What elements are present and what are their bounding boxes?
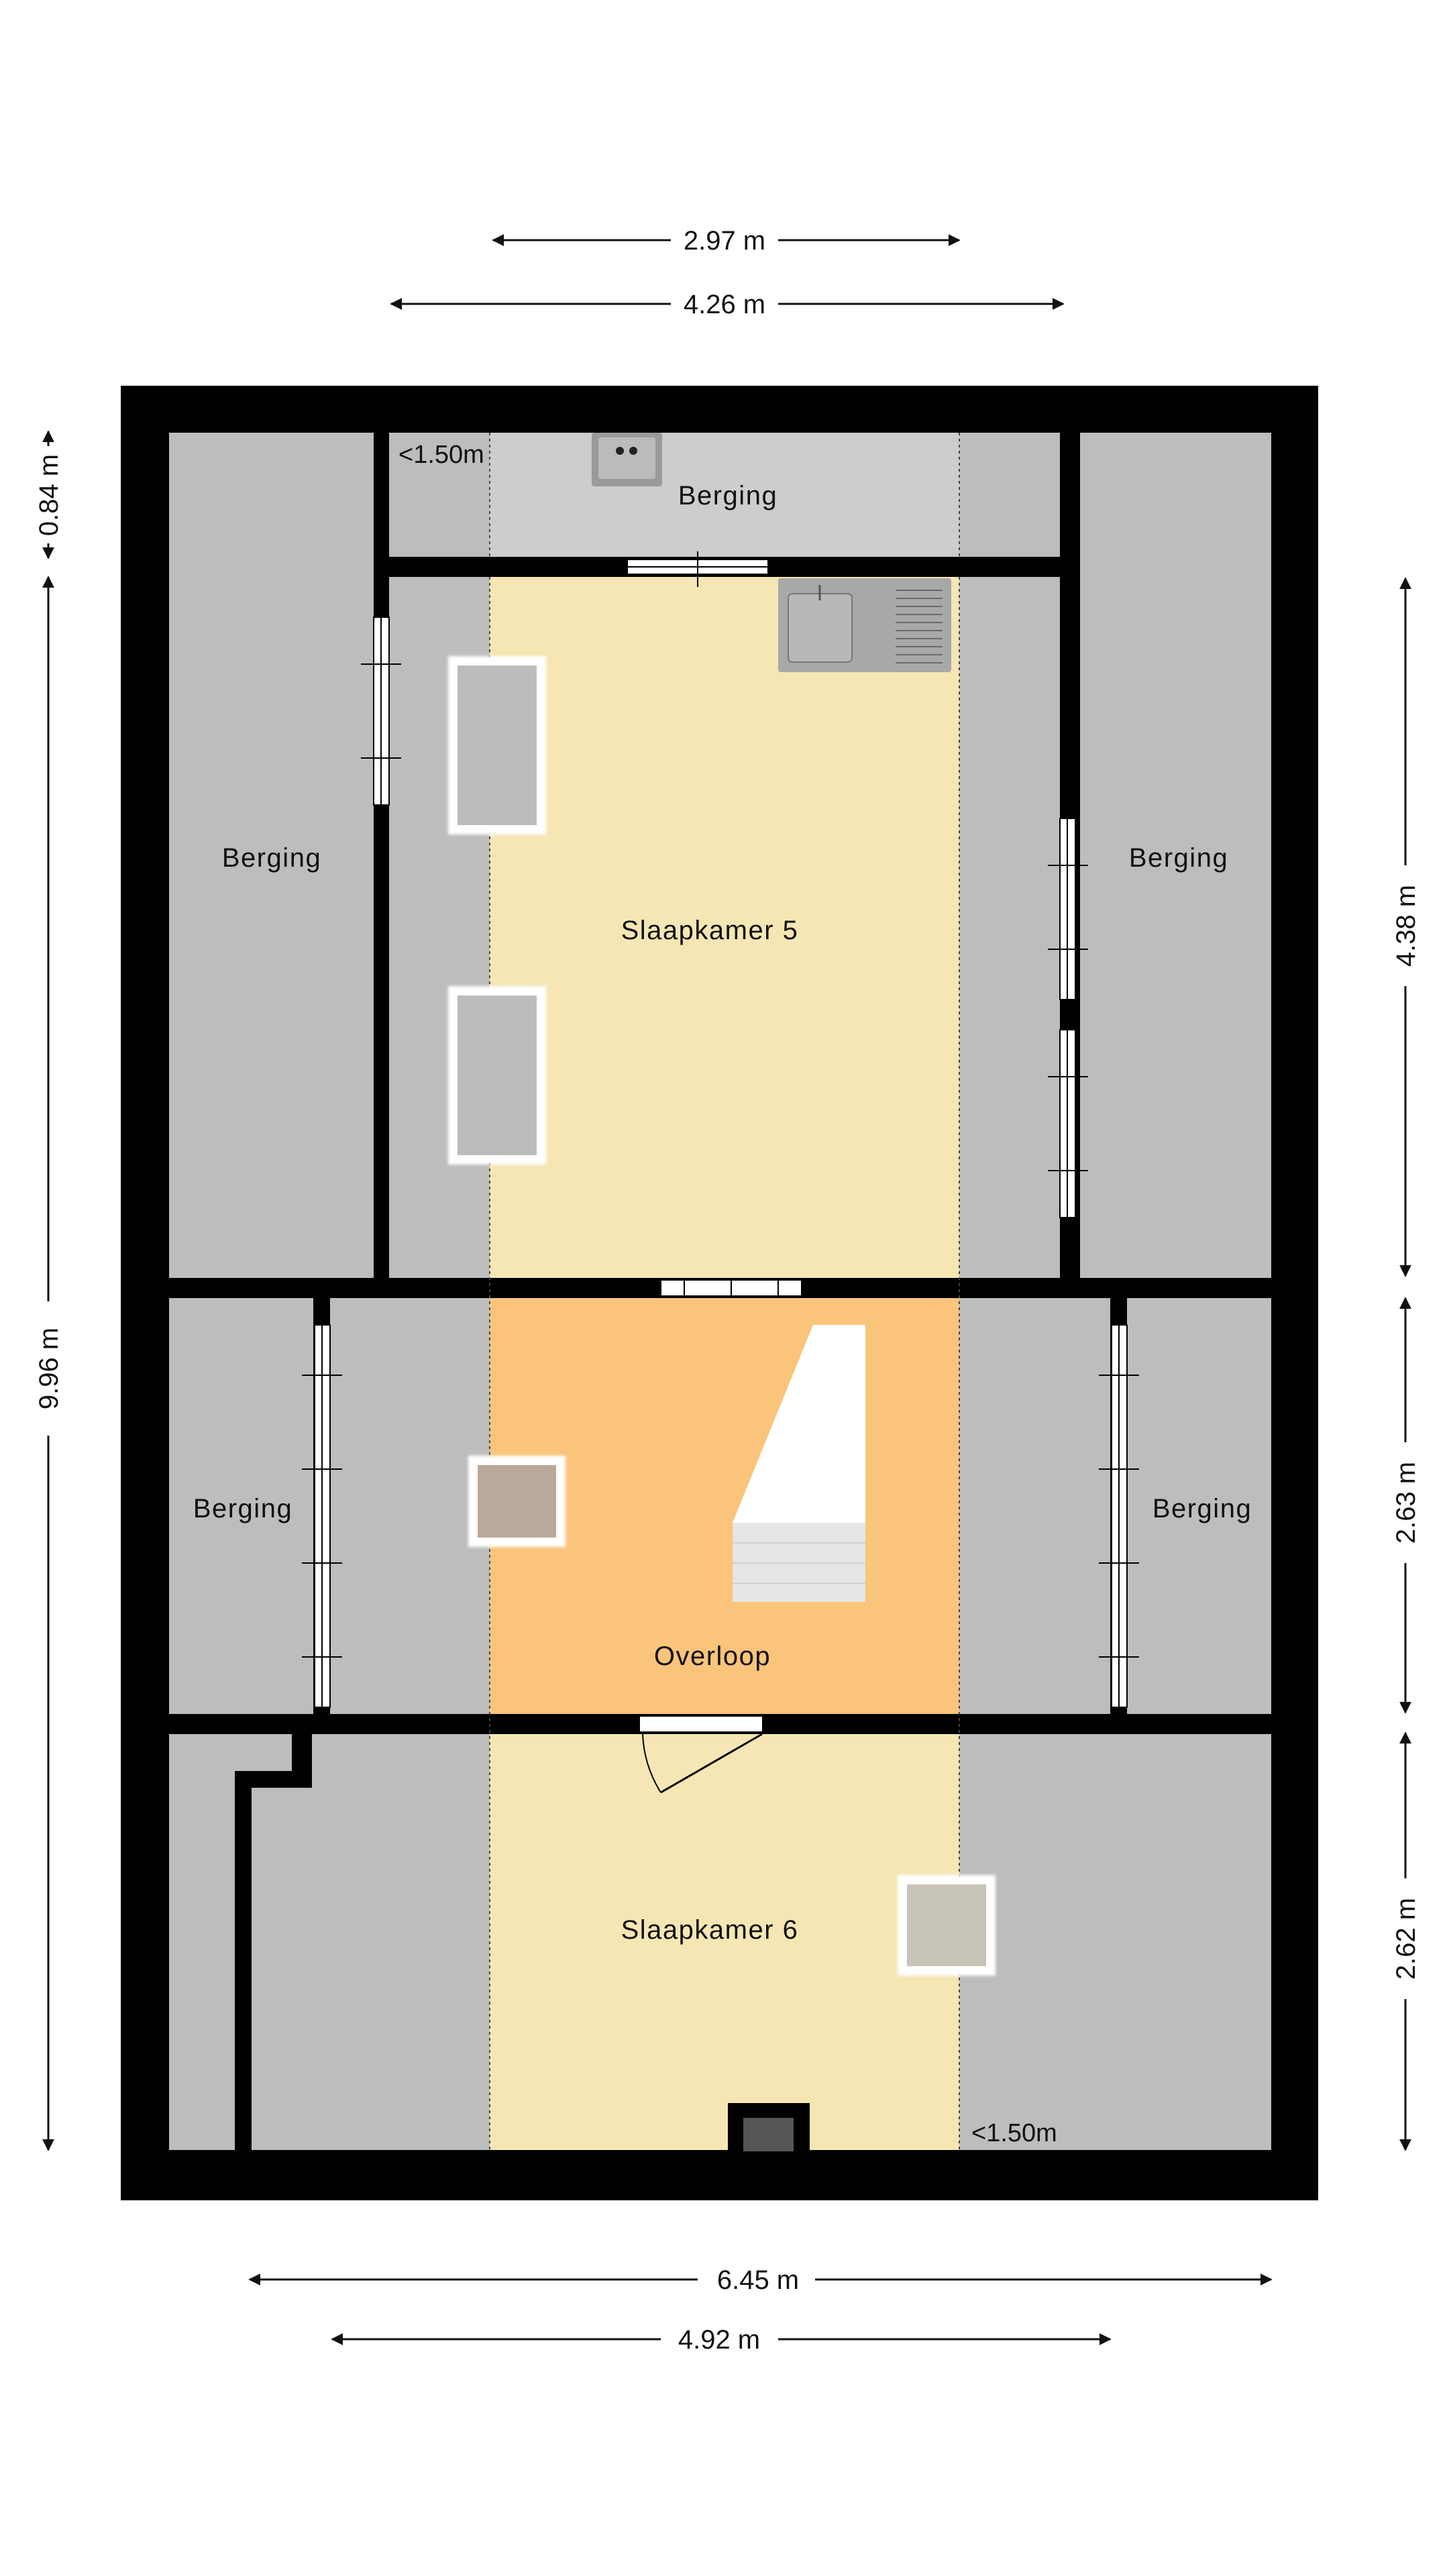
skylight-4 [898,1875,996,1976]
bedroom-6-left-low [252,1734,490,2150]
skylight-1 [448,656,546,835]
room-label-slaapkamer-6: Slaapkamer 6 [621,1915,799,1945]
skylight-2 [448,986,546,1165]
landing-right-low [959,1298,1110,1714]
svg-text:2.62 m: 2.62 m [1391,1898,1421,1980]
storage-left-top [169,433,374,1278]
storage-right-top [1080,433,1271,1278]
svg-text:2.97 m: 2.97 m [684,226,765,256]
opening-top-storage [627,551,769,587]
room-label-berging-right-top: Berging [1129,843,1228,873]
window-left-upper [361,616,401,806]
svg-text:4.92 m: 4.92 m [678,2325,760,2355]
svg-text:2.63 m: 2.63 m [1391,1462,1421,1544]
room-label-berging-right-mid: Berging [1152,1494,1252,1523]
bedroom-5-right-low [959,577,1060,1278]
kitchen-sink [778,578,951,672]
svg-text:4.26 m: 4.26 m [684,290,765,319]
dimension-right-middle: 2.63 m [1391,1297,1421,1714]
dimension-left-top: 0.84 m [34,430,64,559]
svg-text:6.45 m: 6.45 m [717,2265,799,2295]
svg-text:9.96 m: 9.96 m [34,1328,64,1409]
storage-top-right-part [959,433,1060,557]
landing-floor [490,1298,959,1714]
note-low-ceiling-bottom: <1.50m [971,2119,1057,2147]
room-label-berging-left-mid: Berging [193,1494,292,1523]
landing-left-low [330,1298,490,1714]
room-label-overloop: Overloop [654,1642,771,1671]
room-label-berging-top: Berging [678,481,777,511]
opening-bedroom5-landing [660,1279,802,1297]
dimension-right-upper: 4.38 m [1391,577,1421,1277]
chimney-flue [743,2118,794,2151]
storage-left-mid [169,1298,313,1714]
dimension-left-full: 9.96 m [34,576,64,2151]
window-left-mid [302,1324,342,1708]
room-label-berging-left-top: Berging [222,843,321,873]
skylight-3 [468,1456,566,1547]
svg-text:0.84 m: 0.84 m [34,454,64,536]
storage-top-left-part [389,433,490,557]
dimension-top-inner: 2.97 m [492,226,961,256]
door-bedroom6[interactable] [630,1715,772,1794]
svg-text:4.38 m: 4.38 m [1391,885,1421,967]
dimension-bottom-inner: 4.92 m [331,2325,1112,2355]
window-right-mid [1099,1324,1139,1708]
dimension-right-lower: 2.62 m [1391,1731,1421,2151]
bedroom-6-right-low [959,1734,1271,2150]
boiler [592,433,662,486]
storage-top-room [490,433,959,557]
staircase [733,1325,865,1602]
storage-right-mid [1127,1298,1271,1714]
window-right-upper [1048,818,1088,1218]
dimension-bottom-outer: 6.45 m [248,2265,1273,2295]
bedroom-5-floor [490,577,959,1278]
bedroom-6-floor [490,1734,959,2150]
note-low-ceiling-top: <1.50m [398,441,484,469]
room-label-slaapkamer-5: Slaapkamer 5 [621,916,799,945]
dimension-top-outer: 4.26 m [390,290,1065,319]
storage-bottom-left [169,1734,292,2150]
